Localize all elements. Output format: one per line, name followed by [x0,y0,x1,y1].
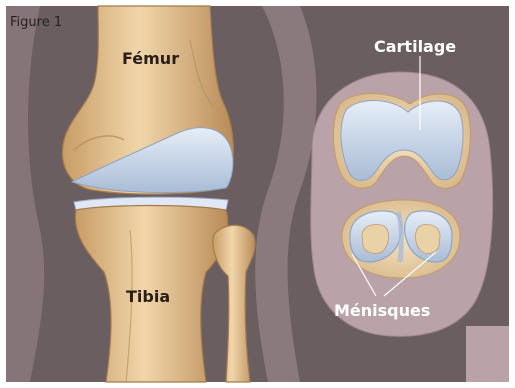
skin-patch [466,326,509,382]
joint-top-view [311,56,493,336]
label-menisques: Ménisques [334,301,430,320]
label-cartilage: Cartilage [374,37,456,56]
label-tibia: Tibia [126,287,170,306]
figure-caption: Figure 1 [10,15,62,30]
label-femur: Fémur [122,49,179,68]
